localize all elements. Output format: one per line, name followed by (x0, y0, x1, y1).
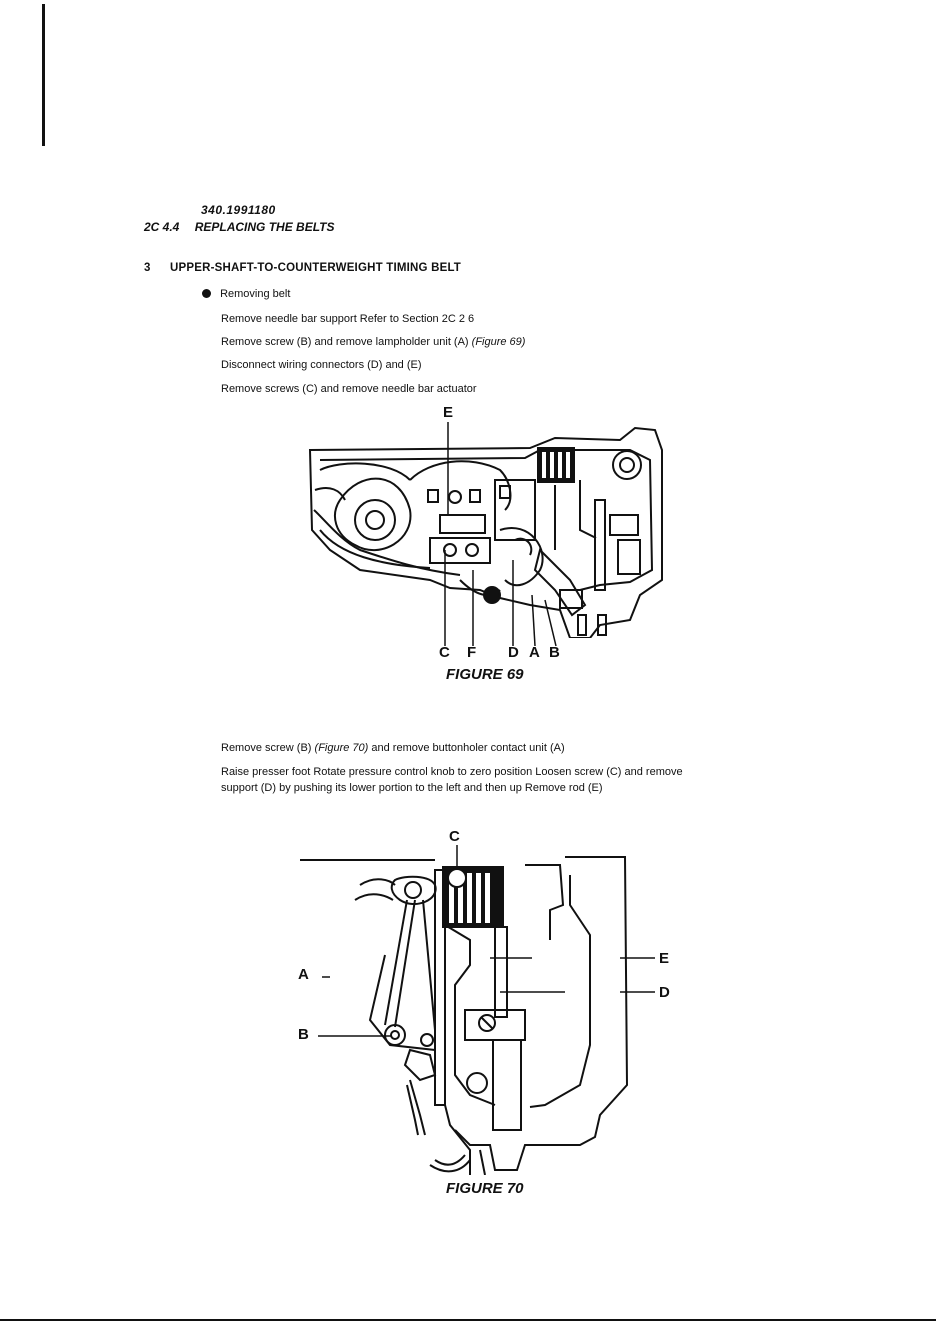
instruction-actuator: Remove screws (C) and remove needle bar … (221, 383, 477, 395)
section-heading: 2C 4.4 REPLACING THE BELTS (144, 220, 334, 234)
instruction-buttonholer: Remove screw (B) (Figure 70) and remove … (221, 740, 781, 756)
fig69-label-e: E (443, 404, 454, 421)
figure-70-leader-lines (300, 845, 670, 1045)
step-title: UPPER-SHAFT-TO-COUNTERWEIGHT TIMING BELT (170, 262, 462, 274)
step-number: 3 (144, 262, 151, 274)
bullet-text: Removing belt (220, 288, 291, 300)
instruction-presser-foot: Raise presser foot Rotate pressure contr… (221, 764, 781, 796)
figure-69-leader-lines (440, 420, 580, 650)
fig69-label-d: D (508, 644, 519, 661)
section-number: 2C 4.4 (144, 220, 180, 234)
instruction-buttonholer-end: and remove buttonholer contact unit (A) (371, 742, 565, 754)
page-bottom-rule (0, 1319, 936, 1321)
fig69-label-b: B (549, 644, 560, 661)
figure-69-caption: FIGURE 69 (446, 666, 524, 683)
fig69-label-a: A (529, 644, 540, 661)
fig70-label-b: B (298, 1026, 309, 1043)
fig70-label-d: D (659, 984, 670, 1001)
instruction-presser-foot-line-1: Raise presser foot Rotate pressure contr… (221, 766, 683, 778)
fig70-label-c: C (449, 828, 460, 845)
figure-69-reference: (Figure 69) (471, 336, 526, 348)
removing-belt-bullet: Removing belt (202, 288, 290, 300)
instruction-buttonholer-start: Remove screw (B) (221, 742, 312, 754)
margin-bar (42, 4, 45, 146)
document-number: 340.1991180 (201, 203, 276, 217)
fig70-label-e: E (659, 950, 670, 967)
figure-70-reference: (Figure 70) (314, 742, 369, 754)
fig70-label-a: A (298, 966, 309, 983)
instruction-screw-b: Remove screw (B) and remove lampholder u… (221, 334, 781, 350)
instruction-screw-b-text: Remove screw (B) and remove lampholder u… (221, 336, 469, 348)
instruction-wiring: Disconnect wiring connectors (D) and (E) (221, 359, 422, 371)
instruction-presser-foot-line-2: support (D) by pushing its lower portion… (221, 782, 603, 794)
bullet-icon (202, 289, 211, 298)
fig69-label-c: C (439, 644, 450, 661)
instruction-needle-bar: Remove needle bar support Refer to Secti… (221, 313, 475, 325)
figure-70-drawing (295, 845, 640, 1175)
section-title: REPLACING THE BELTS (194, 220, 335, 234)
figure-69-drawing (300, 420, 665, 638)
fig69-label-f: F (467, 644, 477, 661)
step-heading: 3 UPPER-SHAFT-TO-COUNTERWEIGHT TIMING BE… (144, 262, 461, 274)
figure-70-caption: FIGURE 70 (446, 1180, 524, 1197)
